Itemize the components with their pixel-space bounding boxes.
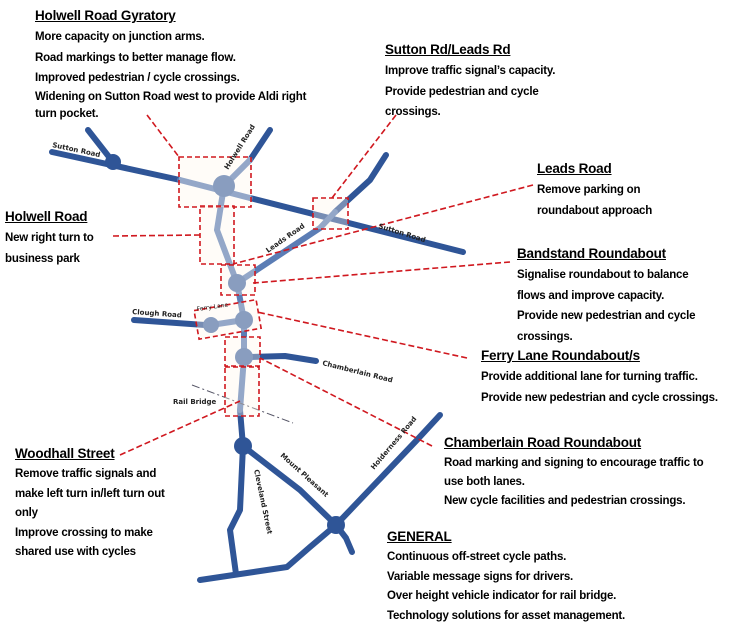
callout-sutton-leads: Sutton Rd/Leads Rd Improve traffic signa…: [385, 39, 555, 123]
cleveland-street: [227, 443, 246, 577]
gyratory-node: [213, 175, 235, 197]
callout-line: crossings.: [517, 330, 573, 343]
callout-line: Improve crossing to make: [15, 526, 153, 539]
bottom-road: [197, 522, 339, 583]
callout-line: roundabout approach: [537, 204, 653, 217]
holwell-leader: [112, 234, 201, 237]
callout-line: Provide new pedestrian and cycle: [517, 310, 696, 322]
leads-leader: [232, 184, 534, 265]
callout-line: turn pocket.: [35, 107, 99, 120]
callout-chamberlain: Chamberlain Road Roundabout Road marking…: [444, 432, 704, 511]
callout-line: Widening on Sutton Road west to provide …: [35, 90, 307, 103]
callout-line: Continuous off-street cycle paths.: [387, 551, 567, 563]
callout-line: Road markings to better manage flow.: [35, 51, 236, 64]
bandstand-node: [228, 274, 246, 292]
callout-title: Bandstand Roundabout: [517, 246, 666, 261]
holwell-road-north: [247, 127, 273, 163]
woodhall-box: [224, 366, 260, 417]
callout-title: Woodhall Street: [15, 446, 115, 461]
callout-line: Improved pedestrian / cycle crossings.: [35, 72, 240, 84]
callout-title: Holwell Road: [5, 209, 88, 224]
woodhall-leader: [119, 400, 241, 456]
callout-title: GENERAL: [387, 529, 452, 544]
holwell-box: [199, 205, 235, 265]
chamberlain-leader: [259, 357, 433, 447]
callout-holwell: Holwell Road New right turn to business …: [5, 206, 94, 269]
callout-line: flows and improve capacity.: [517, 289, 665, 302]
callout-line: Remove traffic signals and: [15, 468, 157, 480]
callout-title: Chamberlain Road Roundabout: [444, 435, 642, 450]
callout-line: shared use with cycles: [15, 546, 136, 558]
callout-general: GENERAL Continuous off-street cycle path…: [387, 526, 625, 626]
callout-woodhall: Woodhall Street Remove traffic signals a…: [15, 443, 165, 563]
callout-leads: Leads Road Remove parking on roundabout …: [537, 158, 652, 221]
label-chamberlain: Chamberlain Road: [322, 359, 394, 384]
mount-pleasant-node: [327, 516, 345, 534]
callout-line: Over height vehicle indicator for rail b…: [387, 590, 617, 602]
leads-road-north: [332, 152, 389, 215]
label-ferry: Ferry Lane: [196, 302, 229, 313]
rail-bridge-line: [191, 384, 294, 424]
ferry-west-node: [203, 317, 219, 333]
bandstand-box: [220, 264, 256, 296]
callout-line: More capacity on junction arms.: [35, 31, 205, 43]
clough-road: [131, 317, 208, 328]
label-rail-bridge: Rail Bridge: [173, 398, 217, 406]
ferry-box: [193, 298, 263, 341]
callout-line: crossings.: [385, 106, 441, 118]
chamberlain-box: [224, 336, 261, 367]
callout-line: only: [15, 507, 38, 519]
leads-road-south: [234, 209, 338, 286]
chamberlain-node: [235, 348, 253, 366]
callout-ferry: Ferry Lane Roundabout/s Provide addition…: [481, 345, 718, 408]
sutton-road-east: [247, 195, 466, 255]
sutton-leads-box: [312, 197, 349, 230]
callout-line: Remove parking on: [537, 184, 641, 196]
holderness-road: [333, 412, 443, 528]
label-cleveland: Cleveland Street: [252, 469, 274, 536]
callout-gyratory: Holwell Road Gyratory More capacity on j…: [35, 5, 306, 123]
callout-title: Holwell Road Gyratory: [35, 8, 176, 23]
ferry-east-node: [235, 311, 253, 329]
callout-line: New right turn to: [5, 232, 94, 244]
callout-line: business park: [5, 252, 80, 265]
callout-line: Provide new pedestrian and cycle crossin…: [481, 391, 718, 404]
gyratory-box: [178, 156, 252, 208]
main-spine: [234, 280, 247, 413]
callout-line: Road marking and signing to encourage tr…: [444, 457, 704, 469]
ferry-leader: [256, 311, 468, 359]
callout-line: New cycle facilities and pedestrian cros…: [444, 495, 686, 507]
bandstand-leader: [252, 261, 511, 284]
callout-line: Provide pedestrian and cycle: [385, 85, 539, 98]
callout-line: make left turn in/left turn out: [15, 487, 165, 500]
callout-line: Technology solutions for asset managemen…: [387, 609, 626, 622]
callout-title: Sutton Rd/Leads Rd: [385, 42, 511, 57]
callout-line: Improve traffic signal’s capacity.: [385, 65, 556, 77]
callout-bandstand: Bandstand Roundabout Signalise roundabou…: [517, 243, 696, 347]
callout-line: Variable message signs for drivers.: [387, 570, 574, 583]
callout-line: use both lanes.: [444, 476, 525, 488]
callout-line: Signalise roundabout to balance: [517, 269, 689, 281]
callout-title: Ferry Lane Roundabout/s: [481, 348, 640, 363]
callout-line: Provide additional lane for turning traf…: [481, 371, 698, 383]
label-clough: Clough Road: [132, 308, 182, 319]
chamberlain-road: [247, 353, 319, 364]
callout-title: Leads Road: [537, 161, 612, 176]
woodhall-node: [234, 437, 252, 455]
sutton-west-node: [105, 154, 121, 170]
